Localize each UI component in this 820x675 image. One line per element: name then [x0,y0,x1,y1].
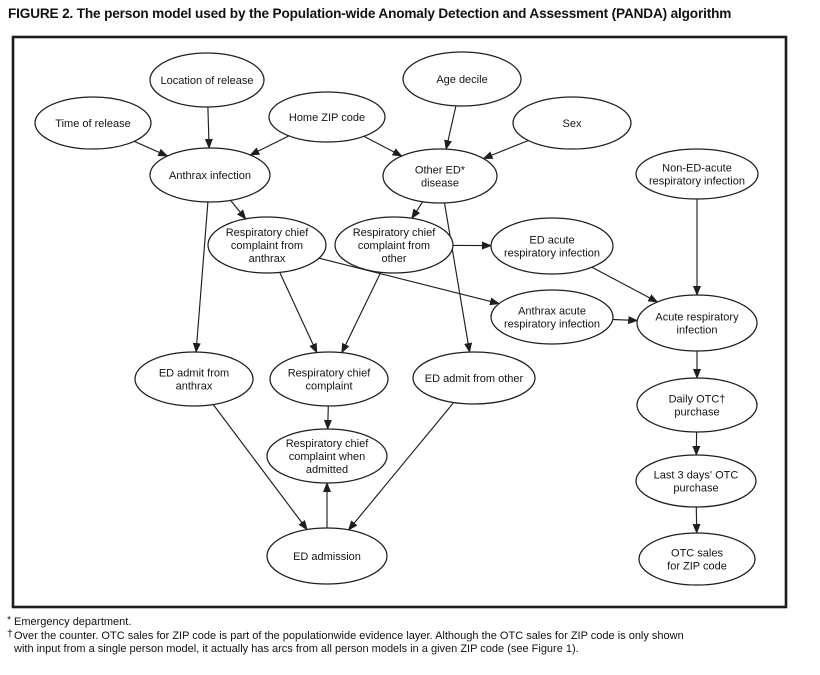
footnote-star-text: Emergency department. [14,616,132,628]
edge-respiratory-chief-complaint-from-anthrax--to--anthrax-acute-respiratory-infection [318,257,500,306]
edge-anthrax-infection--to--ed-admit-from-anthrax [192,201,209,353]
sex-label: Sex [563,118,582,130]
node-daily-otc-purchase: Daily OTC†purchase [636,377,758,433]
figure-title: FIGURE 2. The person model used by the P… [8,6,732,21]
node-ed-admission: ED admission [266,527,388,585]
edge-other-ed-disease--to--respiratory-chief-complaint-from-other [411,201,424,220]
edge-respiratory-chief-complaint--to--respiratory-chief-complaint-when-admitted [323,405,332,430]
edge-home-zip-code--to--other-ed-disease [363,135,403,157]
diagram-edges [133,105,701,534]
edge-anthrax-acute-respiratory-infection--to--acute-respiratory-infection [612,316,639,325]
node-anthrax-infection: Anthrax infection [149,147,271,203]
edge-ed-admit-from-other--to--ed-admission [347,402,455,531]
edge-location-of-release--to--anthrax-infection [204,106,213,149]
respiratory-chief-complaint-when-admitted-ellipse [266,428,388,484]
edge-sex--to--other-ed-disease [482,139,529,160]
anthrax-acute-respiratory-infection-ellipse [490,289,614,345]
node-sex: Sex [512,96,632,150]
footnote-dagger-text-line2: with input from a single person model, i… [14,643,579,655]
ed-acute-respiratory-infection-ellipse [490,217,614,275]
footnote-over-the-counter-continued: with input from a single person model, i… [7,643,813,657]
age-decile-ellipse [402,51,522,107]
node-time-of-release: Time of release [34,96,152,150]
location-of-release-label: Location of release [161,75,254,87]
ed-admit-from-anthrax-ellipse [134,351,254,407]
edge-other-ed-disease--to--ed-admit-from-other [443,202,473,354]
footnote-over-the-counter: †Over the counter. OTC sales for ZIP cod… [7,627,813,644]
edge-ed-acute-respiratory-infection--to--acute-respiratory-infection [591,266,659,303]
ed-admission-ellipse [266,527,388,585]
non-ed-acute-respiratory-infection-ellipse [635,148,759,200]
other-ed-disease-label: Other ED*disease [415,165,466,190]
asterisk-footnote-marker: * [7,614,12,626]
home-zip-code-label: Home ZIP code [289,112,365,124]
dagger-footnote-marker: † [7,627,13,640]
node-age-decile: Age decile [402,51,522,107]
node-home-zip-code: Home ZIP code [268,91,386,143]
ed-admission-label: ED admission [293,551,361,563]
ed-admit-from-other-ellipse [412,351,536,405]
other-ed-disease-ellipse [382,148,498,204]
age-decile-label: Age decile [436,74,487,86]
edge-time-of-release--to--anthrax-infection [133,140,169,157]
last-3-days-otc-purchase-ellipse [635,454,757,508]
edge-respiratory-chief-complaint-from-other--to--respiratory-chief-complaint [341,272,382,354]
respiratory-chief-complaint-ellipse [269,351,389,407]
acute-respiratory-infection-ellipse [636,294,758,352]
figure-border [11,35,788,609]
edge-age-decile--to--other-ed-disease [444,105,457,151]
edge-respiratory-chief-complaint-from-anthrax--to--respiratory-chief-complaint [279,272,318,354]
edge-home-zip-code--to--anthrax-infection [249,135,290,156]
ed-admit-from-other-label: ED admit from other [425,373,524,385]
anthrax-infection-ellipse [149,147,271,203]
home-zip-code-ellipse [268,91,386,143]
footnote-dagger-text-line1: Over the counter. OTC sales for ZIP code… [14,629,684,642]
node-location-of-release: Location of release [149,52,265,108]
respiratory-chief-complaint-from-other-ellipse [334,216,454,274]
time-of-release-ellipse [34,96,152,150]
edge-anthrax-infection--to--respiratory-chief-complaint-from-anthrax [230,200,247,220]
respiratory-chief-complaint-from-anthrax-ellipse [207,216,327,274]
edge-ed-admit-from-anthrax--to--ed-admission [212,404,308,531]
daily-otc-purchase-ellipse [636,377,758,433]
anthrax-infection-label: Anthrax infection [169,170,251,182]
node-other-ed-disease: Other ED*disease [382,148,498,204]
otc-sales-for-zip-code-ellipse [638,532,756,586]
node-ed-admit-from-other: ED admit from other [412,351,536,405]
daily-otc-purchase-label: Daily OTC†purchase [669,394,726,419]
location-of-release-ellipse [149,52,265,108]
time-of-release-label: Time of release [55,118,130,130]
footnote-emergency-department: *Emergency department. [7,614,813,630]
footnotes: *Emergency department. †Over the counter… [7,614,813,657]
sex-ellipse [512,96,632,150]
